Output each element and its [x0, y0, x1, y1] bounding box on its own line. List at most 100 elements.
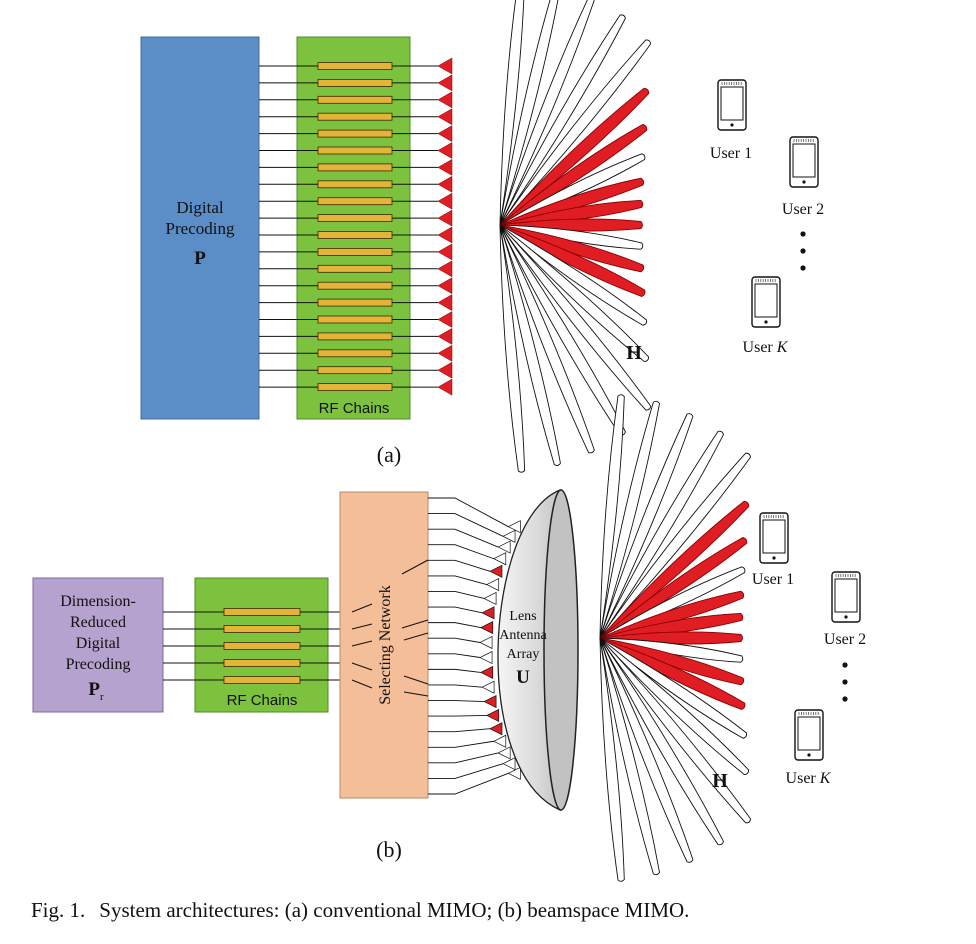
antenna-element: [437, 226, 453, 244]
switch-stub: [351, 623, 373, 630]
rf-chain: [317, 315, 393, 324]
feed-wire: [428, 728, 491, 733]
beam-lobe: [599, 637, 625, 882]
phone-button: [802, 180, 806, 184]
beam-lobe-active: [499, 224, 646, 297]
dr-precoding-line4: Precoding: [66, 656, 131, 673]
antenna-element: [437, 260, 453, 278]
feed-wire: [428, 668, 481, 673]
phone-icon: [831, 571, 861, 623]
switch-stub: [403, 675, 429, 685]
feed-wire: [428, 763, 504, 779]
switch-stub: [403, 691, 429, 697]
beam-lobe: [599, 637, 694, 863]
switch-stub: [351, 603, 373, 613]
beam-lobe-active: [599, 500, 750, 639]
switch-stub: [351, 640, 373, 647]
beam-lobe: [499, 224, 648, 326]
lens-antenna: [497, 540, 511, 554]
phone-icon: [789, 136, 819, 188]
rf-chain: [317, 298, 393, 307]
beam-lobe: [499, 224, 626, 436]
beam-lobe: [499, 39, 652, 226]
channel-symbol-a: H: [626, 342, 642, 364]
dr-precoding-line1: Dimension-: [60, 593, 136, 610]
beam-lobe: [599, 430, 724, 639]
lens-antenna: [502, 529, 516, 543]
lens-antenna: [507, 520, 521, 534]
beam-lobe: [599, 637, 724, 846]
phone-icon: [751, 276, 781, 328]
lens-antenna: [497, 746, 511, 760]
beam-pattern-a: [499, 0, 652, 473]
beam-lobe: [599, 637, 750, 776]
selecting-network-label: Selecting Network: [377, 585, 394, 705]
beam-lobe-active: [599, 637, 746, 710]
phone-icon: [759, 512, 789, 564]
lens-label-line2: Antenna: [499, 628, 547, 643]
antenna-element: [437, 125, 453, 143]
phone-icon: [717, 79, 747, 131]
beam-lobe: [599, 452, 752, 639]
rf-chain: [317, 383, 393, 392]
antenna-element: [437, 142, 453, 159]
beam-lobe: [499, 224, 595, 454]
feed-wire: [428, 575, 487, 586]
rf-chain: [317, 231, 393, 239]
beam-lobe-active: [499, 123, 648, 226]
beam-lobe: [599, 637, 660, 876]
rf-chain: [317, 366, 393, 375]
ellipsis-dots-b: [842, 662, 848, 702]
feed-wire: [428, 528, 499, 548]
rf-chain: [317, 163, 393, 172]
lens-antenna-active: [489, 722, 503, 736]
antenna-element: [437, 311, 453, 328]
beam-lobe: [599, 394, 625, 639]
phone-button: [772, 556, 776, 560]
antenna-element: [437, 91, 453, 109]
beam-lobe: [499, 224, 650, 363]
rf-chain: [317, 62, 393, 70]
digital-precoding-block: [140, 36, 260, 420]
phone-button: [807, 753, 811, 757]
feed-wire: [428, 684, 483, 688]
user-k-label-b: User K: [786, 770, 832, 787]
beam-lobe: [599, 400, 660, 639]
lens-antenna-active: [483, 694, 497, 709]
rf-chain: [317, 264, 393, 273]
user-2-label-a: User 2: [782, 201, 824, 218]
phone-button: [730, 123, 734, 127]
ellipsis-dots-a: [800, 231, 806, 271]
rf-chain: [317, 79, 393, 87]
rf-chain: [223, 625, 301, 633]
beam-lobe: [499, 224, 652, 411]
antenna-element: [437, 344, 453, 362]
beam-lobe: [499, 14, 626, 226]
lens-label-line3: Array: [507, 647, 540, 662]
dr-precoding-line3: Digital: [76, 635, 121, 652]
channel-symbol-b: H: [712, 770, 728, 792]
beam-lobe: [599, 637, 752, 824]
lens-antenna-active: [485, 708, 500, 722]
antenna-element: [437, 108, 453, 126]
rf-chains-label-b: RF Chains: [227, 692, 298, 709]
antenna-element: [437, 192, 453, 210]
switch-stub: [351, 662, 373, 671]
digital-precoding-symbol: P: [194, 248, 206, 269]
rf-chains-block-a: [296, 36, 411, 420]
digital-precoding-label-line2: Precoding: [166, 219, 235, 238]
antenna-element: [437, 378, 453, 396]
rf-chain: [317, 281, 393, 290]
lens-antenna: [502, 757, 516, 771]
phone-screen: [792, 143, 816, 178]
feed-wire: [428, 740, 494, 748]
lens-antenna-active: [479, 665, 494, 680]
rf-chain: [317, 95, 393, 104]
figure-caption: Fig. 1.System architectures: (a) convent…: [31, 898, 689, 922]
phone-screen: [754, 283, 778, 318]
lens-antenna: [483, 591, 497, 606]
lens-antenna: [479, 635, 493, 650]
switch-stub: [351, 679, 373, 689]
rf-chain: [223, 642, 301, 650]
selecting-network-connections: [351, 497, 509, 795]
